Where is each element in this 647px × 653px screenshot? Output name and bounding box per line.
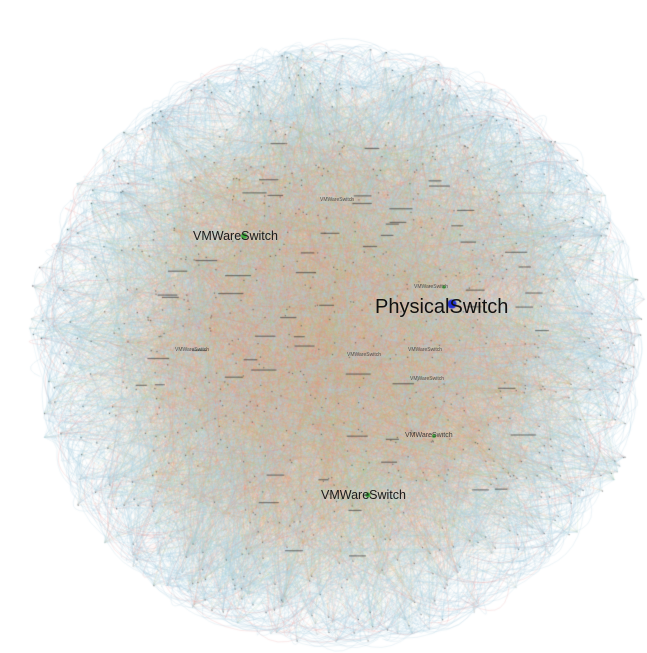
- label-physical-switch: PhysicalSwitch: [375, 296, 509, 318]
- label-vmware-switch-right-mid: VMWareSwitch: [405, 432, 453, 439]
- label-vmware-switch-center-c: VMWareSwitch: [410, 376, 444, 382]
- label-vmware-switch-center-b: VMWareSwitch: [408, 347, 442, 353]
- label-vmware-switch-bottom: VMWareSwitch: [321, 488, 406, 502]
- label-vmware-switch-center-a: VMWareSwitch: [347, 352, 381, 358]
- label-vmware-switch-near-physical: VMWareSwitch: [414, 284, 448, 290]
- label-vmware-switch-top: VMWareSwitch: [320, 197, 354, 203]
- label-vmware-switch-top-left: VMWareSwitch: [193, 229, 278, 243]
- label-vmware-switch-left: VMWareSwitch: [175, 347, 209, 353]
